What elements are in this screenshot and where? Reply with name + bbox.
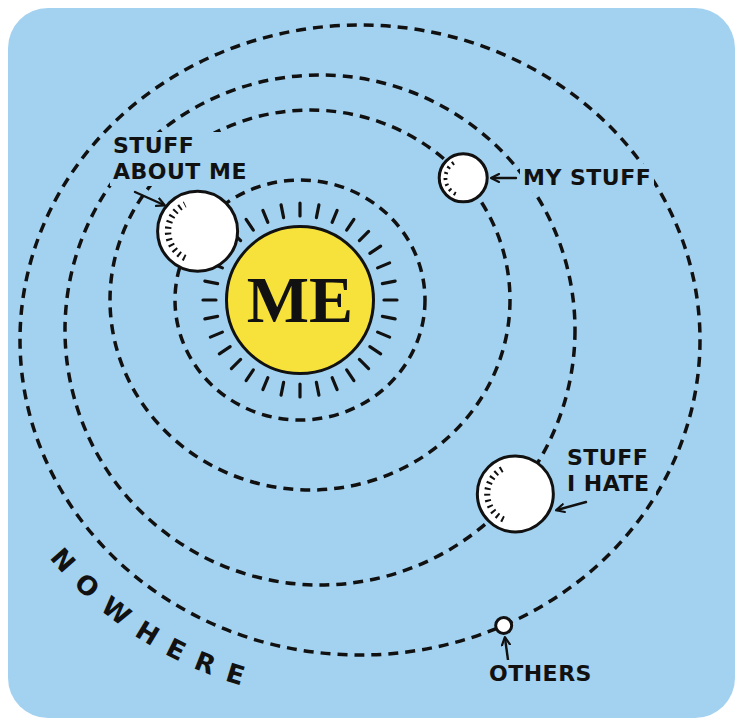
planet-shading [168, 204, 185, 258]
leader-arrow [135, 192, 164, 205]
sun-ray [316, 205, 319, 218]
planet-label: STUFF ABOUT ME [110, 132, 256, 186]
leader-arrow [505, 638, 508, 660]
leader-arrow [557, 502, 586, 510]
sun-ray [382, 316, 395, 319]
sun-ray [281, 205, 284, 218]
curved-label: NOWHERE [45, 542, 262, 695]
planet-label: MY STUFF [520, 164, 654, 192]
sun-ray [332, 378, 337, 390]
orbit-path [20, 25, 700, 655]
sun-circle: ME [225, 225, 375, 375]
orbit-path [65, 75, 575, 585]
planet [439, 154, 487, 202]
sun-ray [205, 281, 218, 284]
sun-ray [298, 203, 301, 216]
sun-ray [298, 384, 301, 397]
sun-ray [281, 382, 284, 395]
sun-ray [231, 359, 240, 368]
sky-panel [8, 8, 735, 718]
planet [158, 191, 238, 271]
sun-ray [246, 370, 253, 381]
curved-label-path: NOWHERE [45, 542, 262, 695]
sun-ray [378, 263, 390, 268]
sun-ray [219, 347, 230, 354]
sun-ray [347, 370, 354, 381]
planet-shading [487, 468, 503, 519]
sun-ray [370, 246, 381, 253]
planet-label: STUFF I HATE [564, 444, 656, 498]
sun-ray [246, 219, 253, 230]
sun-ray [263, 210, 268, 222]
sun-ray [332, 210, 337, 222]
sun-label: ME [247, 265, 353, 335]
planet [477, 456, 553, 532]
sun-ray [384, 298, 397, 301]
sun-ray [205, 316, 218, 319]
sun-ray [316, 382, 319, 395]
orbit-path [110, 110, 510, 490]
sun-ray [210, 332, 222, 337]
planet-label: OTHERS [486, 660, 595, 688]
planet [496, 617, 512, 633]
sun-ray [378, 332, 390, 337]
sun-ray [347, 219, 354, 230]
sun-ray [370, 347, 381, 354]
orbit-group [20, 25, 700, 655]
planet-shading [445, 162, 455, 194]
sun-ray [359, 359, 368, 368]
sun-ray [203, 298, 216, 301]
sun-ray [382, 281, 395, 284]
sun-ray [263, 378, 268, 390]
leader-arrow [492, 177, 516, 179]
sun-ray [359, 231, 368, 240]
